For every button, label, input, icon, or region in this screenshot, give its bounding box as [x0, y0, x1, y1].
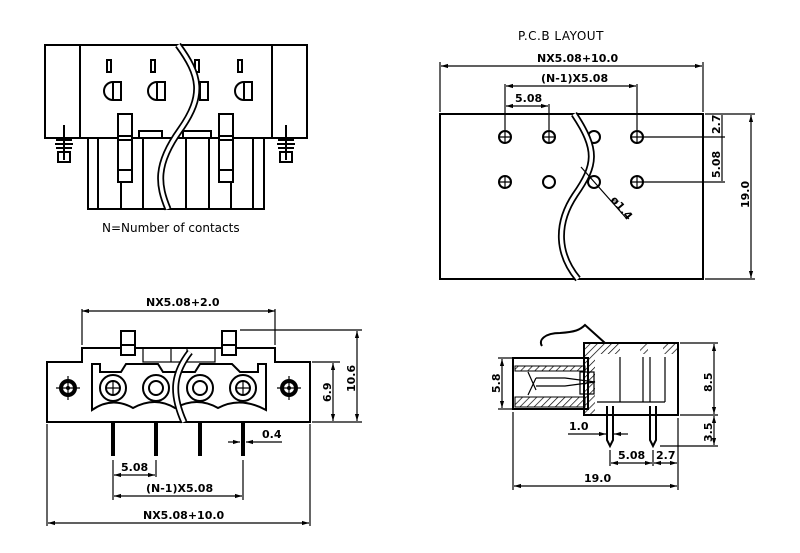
hole-plated [542, 130, 556, 144]
hole-plated [498, 130, 512, 144]
hole [542, 175, 556, 189]
dim-body-height-side: 8.5 [702, 373, 715, 393]
front-pins [111, 422, 245, 456]
dim-pin-offset: 2.7 [656, 449, 676, 462]
dim-side-depth: 19.0 [584, 472, 611, 485]
dim-plug-height: 5.8 [490, 374, 503, 394]
hole-plated [498, 175, 512, 189]
front-housing [46, 347, 311, 423]
dim-side-pitch: 5.08 [618, 449, 645, 462]
screw-left [55, 125, 73, 163]
screw-terminal [229, 374, 257, 402]
front-view: NX5.08+2.0 [46, 296, 362, 526]
dim-front-pitch-span: (N-1)X5.08 [146, 482, 213, 495]
pcb-layout-title: P.C.B LAYOUT [518, 29, 604, 43]
screw-right [277, 125, 295, 163]
dim-hole-dia: ø1.4 [608, 194, 636, 223]
contacts-note: N=Number of contacts [102, 221, 240, 235]
top-housing [44, 44, 308, 139]
mount-hole-left [56, 376, 80, 400]
dim-pcb-pitch: 5.08 [515, 92, 542, 105]
side-view: 5.8 8.5 3.5 1.0 5.08 2.7 19.0 [490, 323, 718, 490]
top-view: N=Number of contacts [44, 42, 308, 235]
dim-row-spacing: 5.08 [710, 151, 723, 178]
hole-plated [630, 175, 644, 189]
dim-front-pitch: 5.08 [121, 461, 148, 474]
side-pins [606, 406, 657, 449]
pcb-outline [439, 113, 704, 280]
dim-pcb-height: 19.0 [739, 181, 752, 208]
hole-plated [630, 130, 644, 144]
dim-row-offset: 2.7 [710, 115, 723, 135]
screw-terminal [142, 374, 170, 402]
dim-pcb-width: NX5.08+10.0 [537, 52, 619, 65]
dim-top-width: NX5.08+2.0 [146, 296, 220, 309]
dim-body-height: 6.9 [321, 383, 334, 403]
mount-hole-right [277, 376, 301, 400]
dim-total-height: 10.6 [345, 365, 358, 392]
terminal-screws [99, 374, 257, 402]
pcb-layout: P.C.B LAYOUT NX5.08+10.0 (N-1)X5.08 5.08 [439, 29, 755, 282]
pcb-holes [498, 130, 644, 189]
screw-terminal [99, 374, 127, 402]
dim-front-width: NX5.08+10.0 [143, 509, 225, 522]
dim-pin-width: 0.4 [262, 428, 282, 441]
screw-terminal [186, 374, 214, 402]
dim-pin-dia: 1.0 [569, 420, 589, 433]
side-latch [540, 323, 606, 347]
top-lower-block [87, 137, 265, 210]
dim-pcb-pitch-span: (N-1)X5.08 [541, 72, 608, 85]
hole [587, 175, 601, 189]
dim-pin-length: 3.5 [702, 423, 715, 443]
contact-slots [103, 59, 253, 101]
terminal-block [91, 363, 267, 412]
